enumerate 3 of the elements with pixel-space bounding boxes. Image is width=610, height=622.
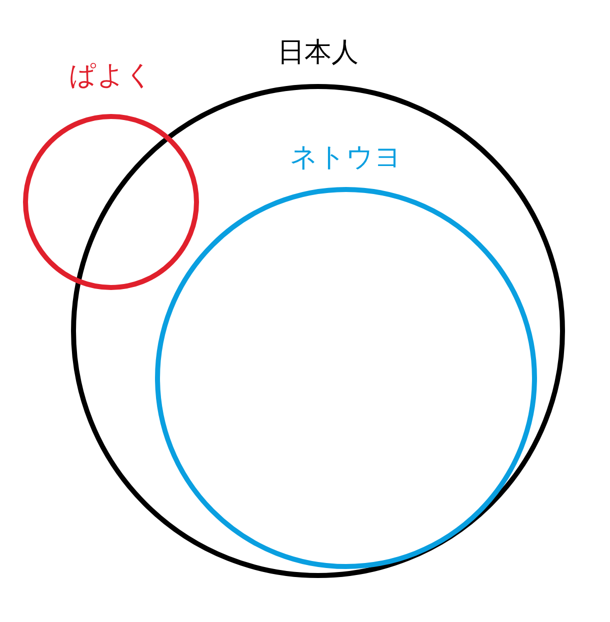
set-label: ぱよく [69,62,153,89]
set-label: ネトウヨ [290,144,402,171]
set-label: 日本人 [278,39,358,66]
